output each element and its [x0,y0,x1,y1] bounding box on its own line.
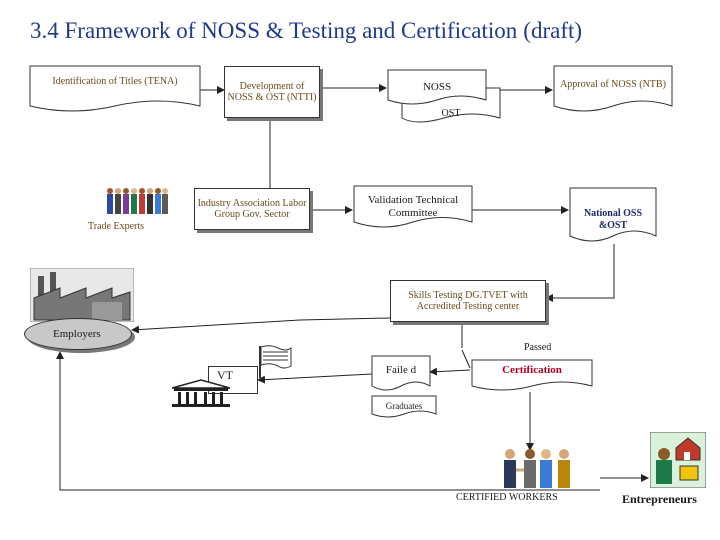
slide-title: 3.4 Framework of NOSS & Testing and Cert… [30,18,582,44]
tena-label: Identification of Titles (TENA) [52,76,178,87]
failed-label: Faile d [385,364,417,376]
title-text: 3.4 Framework of NOSS & Testing and Cert… [30,18,518,43]
entrepreneurs-image [649,431,707,489]
certification-label: Certification [502,364,562,376]
certified-workers-image [500,446,574,490]
national-document: National OSS &OST [569,187,657,246]
noss-label: NOSS [422,81,452,93]
trade-experts-label: Trade Experts [88,221,145,232]
certification-document: Certification [471,359,593,394]
certified-workers-label: CERTIFIED WORKERS [456,492,558,503]
validation-label: Validation Technical Committee [367,194,459,219]
tena-document: Identification of Titles (TENA) [29,65,201,116]
vt-building-image [170,378,232,408]
validation-document: Validation Technical Committee [353,185,473,232]
national-label: National OSS &OST [583,208,643,231]
graduates-label: Graduates [385,401,423,411]
skills-testing-label: Skills Testing DG.TVET with Accredited T… [408,289,528,313]
graduates-document: Graduates [371,395,437,420]
failed-document: Faile d [371,355,431,396]
employers-label: Employers [53,328,101,340]
development-label: Development of NOSS & OST (NTTI) [227,80,317,104]
factory-image [29,267,135,323]
noss-ost-document: NOSS OST [387,69,501,126]
approval-document: Approval of NOSS (NTB) [553,65,673,116]
industry-label: Industry Association Labor Group Gov. Se… [197,197,307,221]
employers-ellipse: Employers [24,318,132,350]
vt-label: VT [217,368,233,382]
skills-testing-box: Skills Testing DG.TVET with Accredited T… [390,280,546,322]
draft-label: (draft) [523,18,583,43]
industry-box: Industry Association Labor Group Gov. Se… [194,188,310,230]
development-box: Development of NOSS & OST (NTTI) [224,66,320,118]
approval-label: Approval of NOSS (NTB) [560,79,666,90]
ost-label: OST [441,108,461,119]
passed-label: Passed [524,342,552,353]
entrepreneurs-label: Entrepreneurs [622,492,697,506]
flag-image [258,344,292,378]
trade-experts-image [105,186,169,216]
